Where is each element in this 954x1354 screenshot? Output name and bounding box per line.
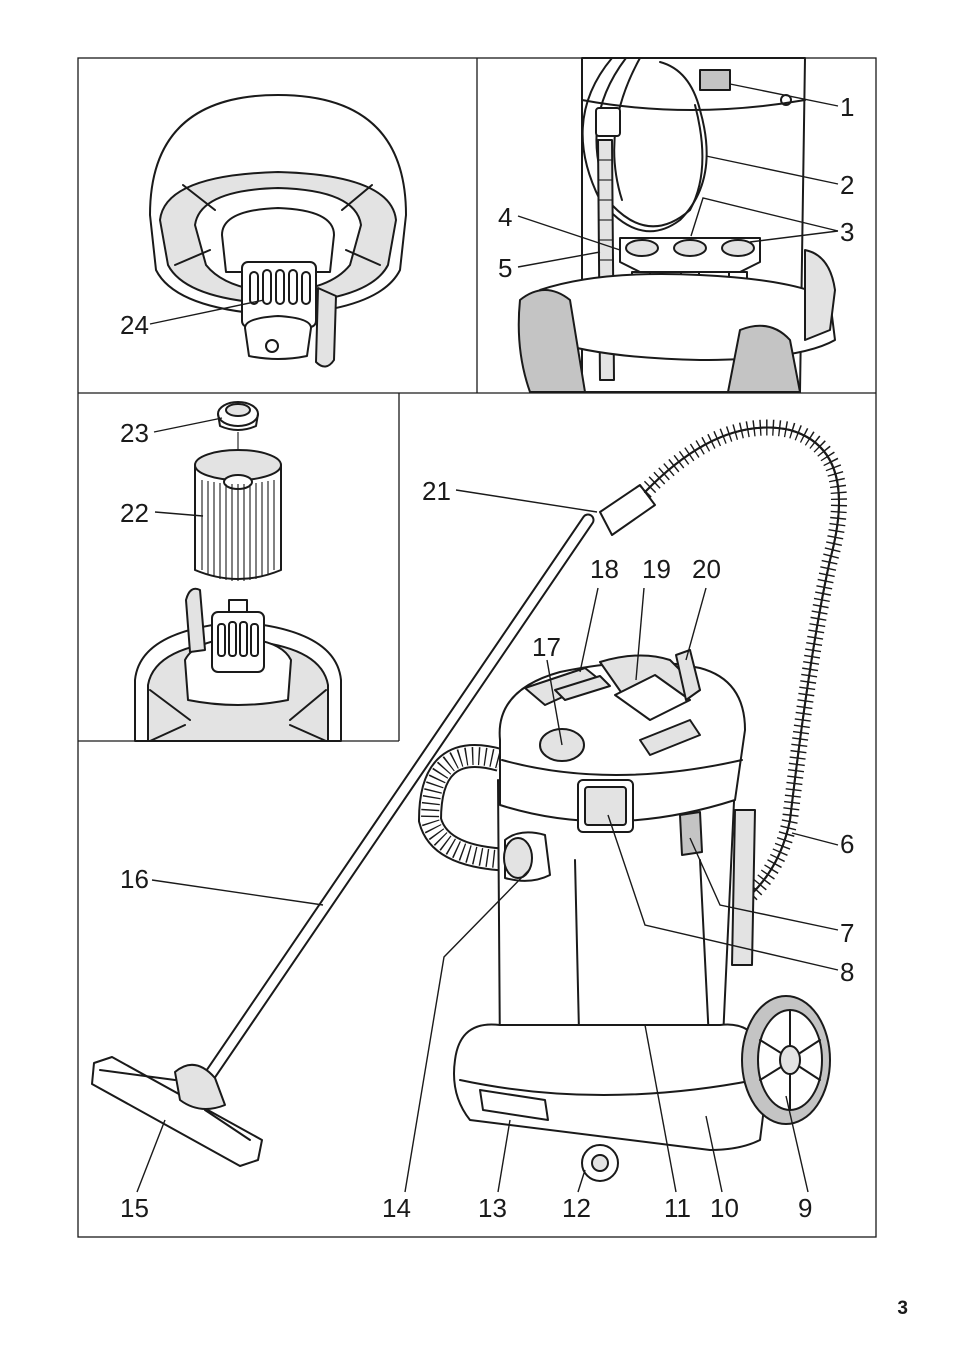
callout-24: 24 <box>120 310 149 340</box>
callout-20: 20 <box>692 554 721 584</box>
callout-3: 3 <box>840 217 854 247</box>
callout-2: 2 <box>840 170 854 200</box>
callout-23: 23 <box>120 418 149 448</box>
callout-11: 11 <box>664 1193 691 1223</box>
callout-14: 14 <box>382 1193 411 1223</box>
callout-1: 1 <box>840 92 854 122</box>
callout-7: 7 <box>840 918 854 948</box>
panel-filter-assembly <box>134 401 342 742</box>
callout-labels: 1 2 3 4 5 24 23 22 21 18 19 20 17 6 16 7… <box>120 92 854 1223</box>
callout-6: 6 <box>840 829 854 859</box>
callout-12: 12 <box>562 1193 591 1223</box>
leader-lines <box>136 83 839 1193</box>
callout-18: 18 <box>590 554 619 584</box>
panel-lid-underside <box>149 94 407 368</box>
callout-8: 8 <box>840 957 854 987</box>
callout-22: 22 <box>120 498 149 528</box>
callout-5: 5 <box>498 253 512 283</box>
callout-21: 21 <box>422 476 451 506</box>
callout-17: 17 <box>532 632 561 662</box>
callout-19: 19 <box>642 554 671 584</box>
callout-15: 15 <box>120 1193 149 1223</box>
callout-9: 9 <box>798 1193 812 1223</box>
callout-10: 10 <box>710 1193 739 1223</box>
callout-13: 13 <box>478 1193 507 1223</box>
panel-main-assembly <box>91 419 847 1182</box>
page-number: 3 <box>897 1298 908 1319</box>
callout-16: 16 <box>120 864 149 894</box>
callout-4: 4 <box>498 202 512 232</box>
panel-rear-view <box>517 57 836 393</box>
